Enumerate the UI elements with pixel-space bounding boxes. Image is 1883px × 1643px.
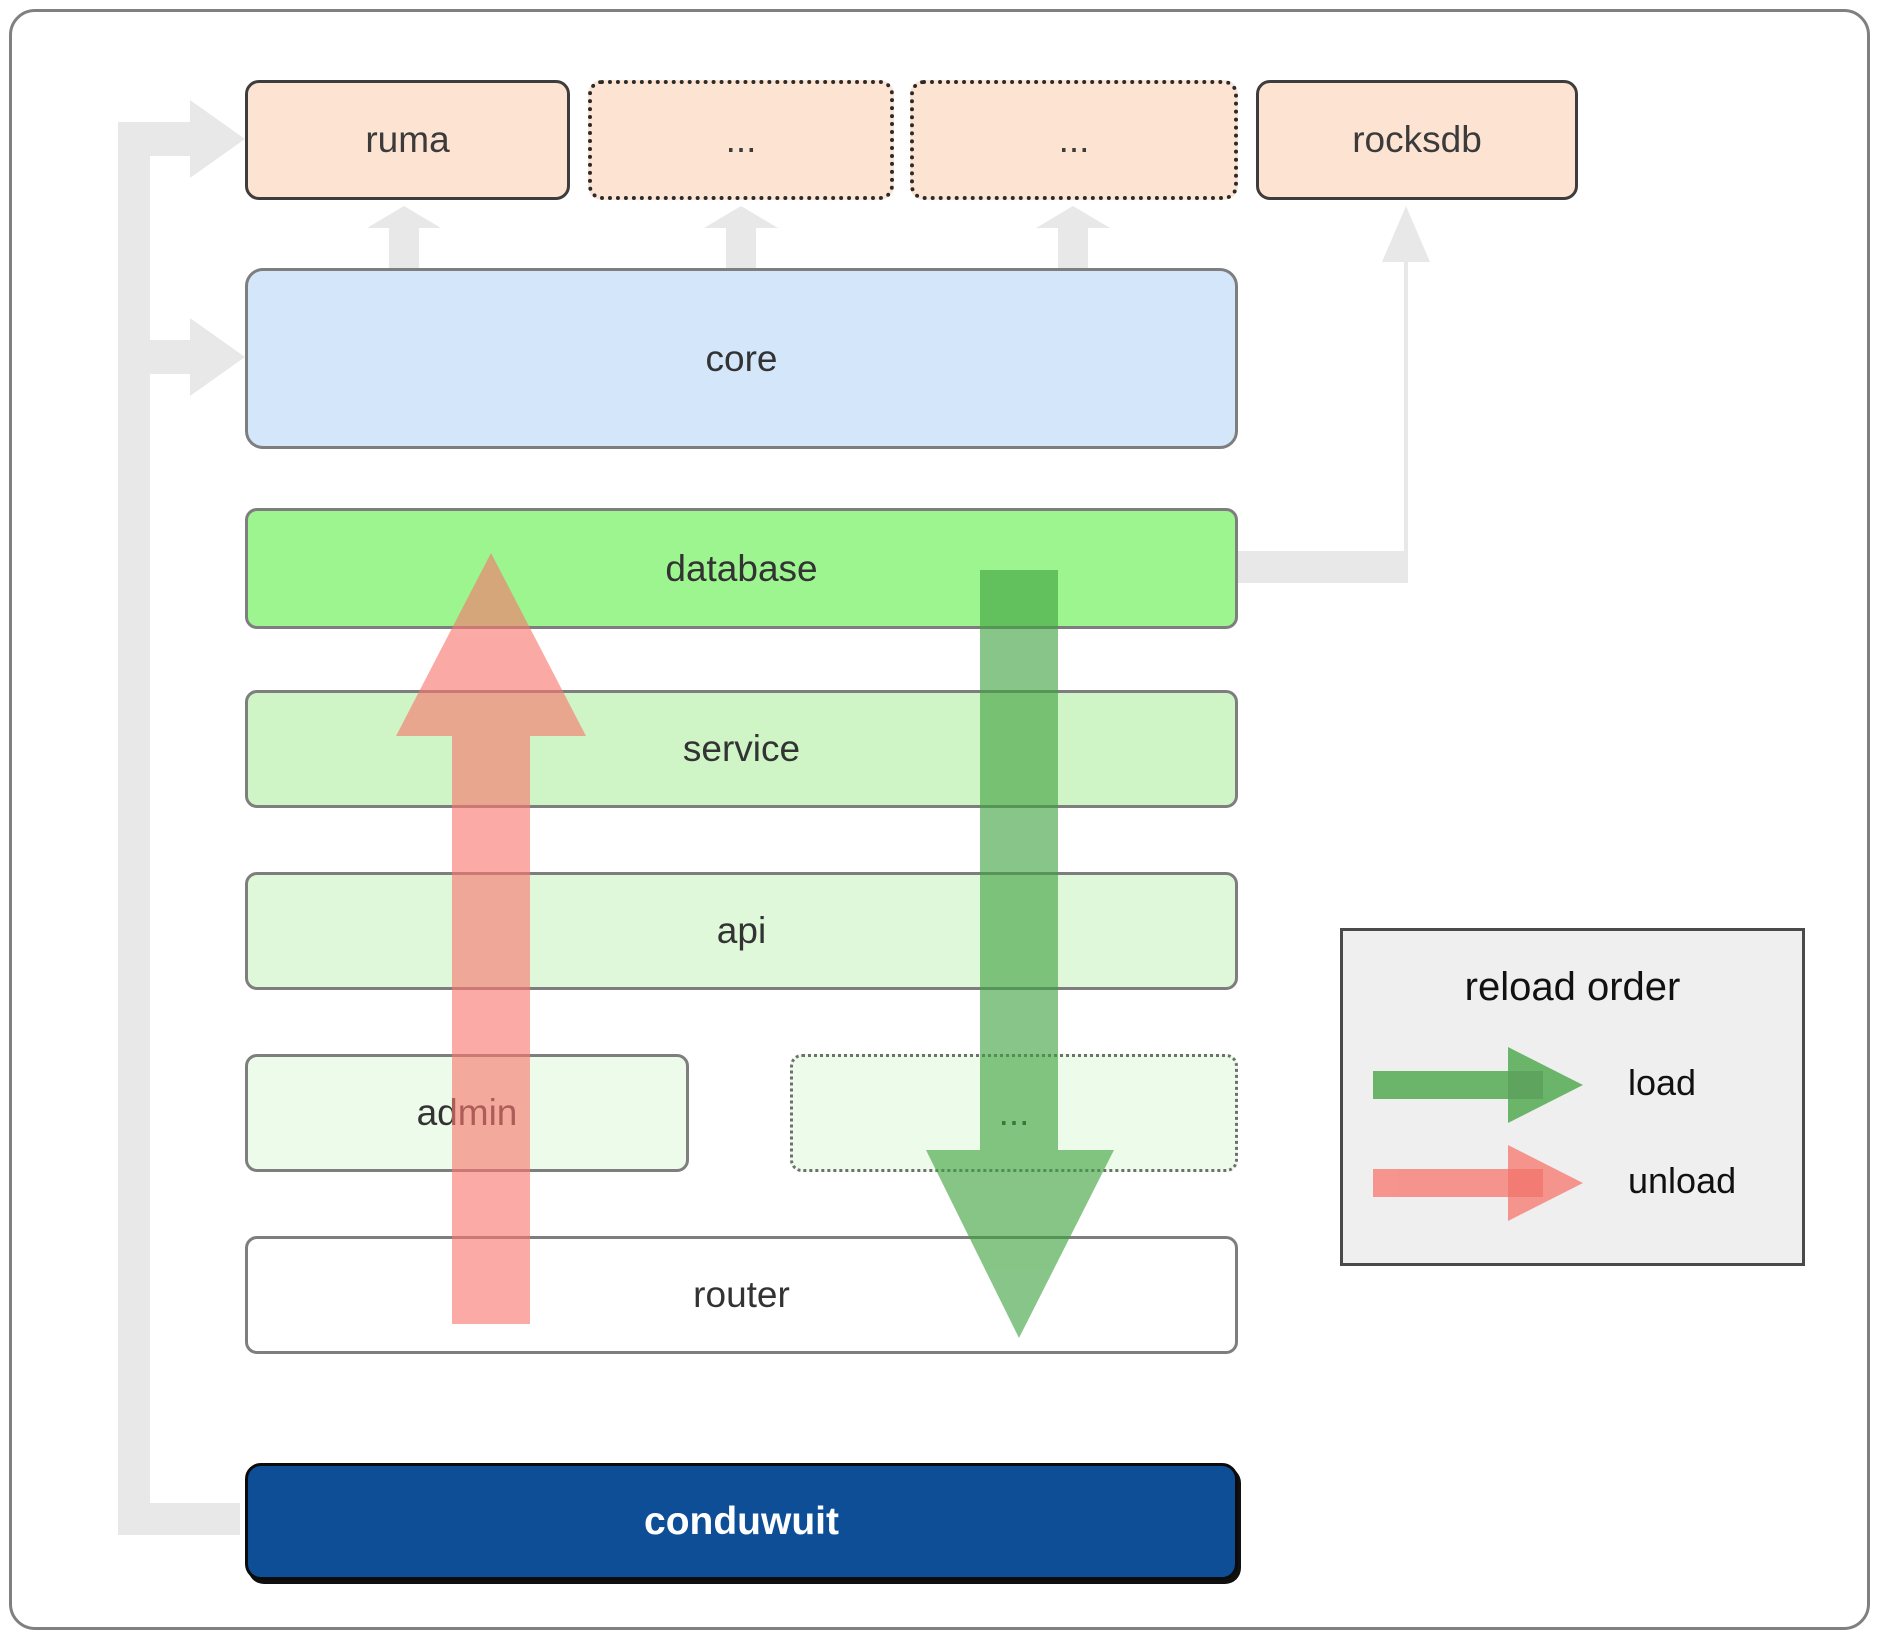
layer-label-database: database	[665, 547, 818, 589]
dependency-label-ruma: ruma	[365, 119, 450, 160]
layer-box-api[interactable]: api	[245, 872, 1238, 990]
dependency-box-ellipsis-1[interactable]: ...	[588, 80, 894, 200]
layer-box-service[interactable]: service	[245, 690, 1238, 808]
layer-box-ellipsis[interactable]: ...	[790, 1054, 1238, 1172]
dependency-label-ellipsis-1: ...	[725, 119, 757, 160]
dependency-box-ellipsis-2[interactable]: ...	[910, 80, 1238, 200]
layer-label-api: api	[716, 910, 767, 951]
layer-label-service: service	[682, 728, 801, 769]
core-box[interactable]: core	[245, 268, 1238, 449]
dependency-label-rocksdb: rocksdb	[1352, 119, 1482, 160]
root-label-conduwuit: conduwuit	[644, 1499, 839, 1543]
dependency-box-ruma[interactable]: ruma	[245, 80, 570, 200]
layer-label-router: router	[693, 1274, 790, 1315]
layer-box-router[interactable]: router	[245, 1236, 1238, 1354]
layer-label-ellipsis: ...	[998, 1092, 1030, 1133]
legend-panel: reload order load unload	[1340, 928, 1805, 1266]
layer-box-admin[interactable]: admin	[245, 1054, 689, 1172]
legend-arrow-graphics	[1373, 1047, 1583, 1221]
dependency-label-ellipsis-2: ...	[1058, 119, 1090, 160]
core-label: core	[705, 337, 778, 379]
legend-label-unload: unload	[1628, 1160, 1737, 1201]
root-box-conduwuit[interactable]: conduwuit	[245, 1463, 1238, 1580]
layer-label-admin: admin	[416, 1092, 518, 1133]
legend-title: reload order	[1464, 965, 1681, 1009]
legend-load-arrow	[1373, 1047, 1583, 1123]
legend-unload-arrow	[1373, 1145, 1583, 1221]
layer-box-database[interactable]: database	[245, 508, 1238, 629]
dependency-box-rocksdb[interactable]: rocksdb	[1256, 80, 1578, 200]
legend-label-load: load	[1628, 1062, 1697, 1103]
